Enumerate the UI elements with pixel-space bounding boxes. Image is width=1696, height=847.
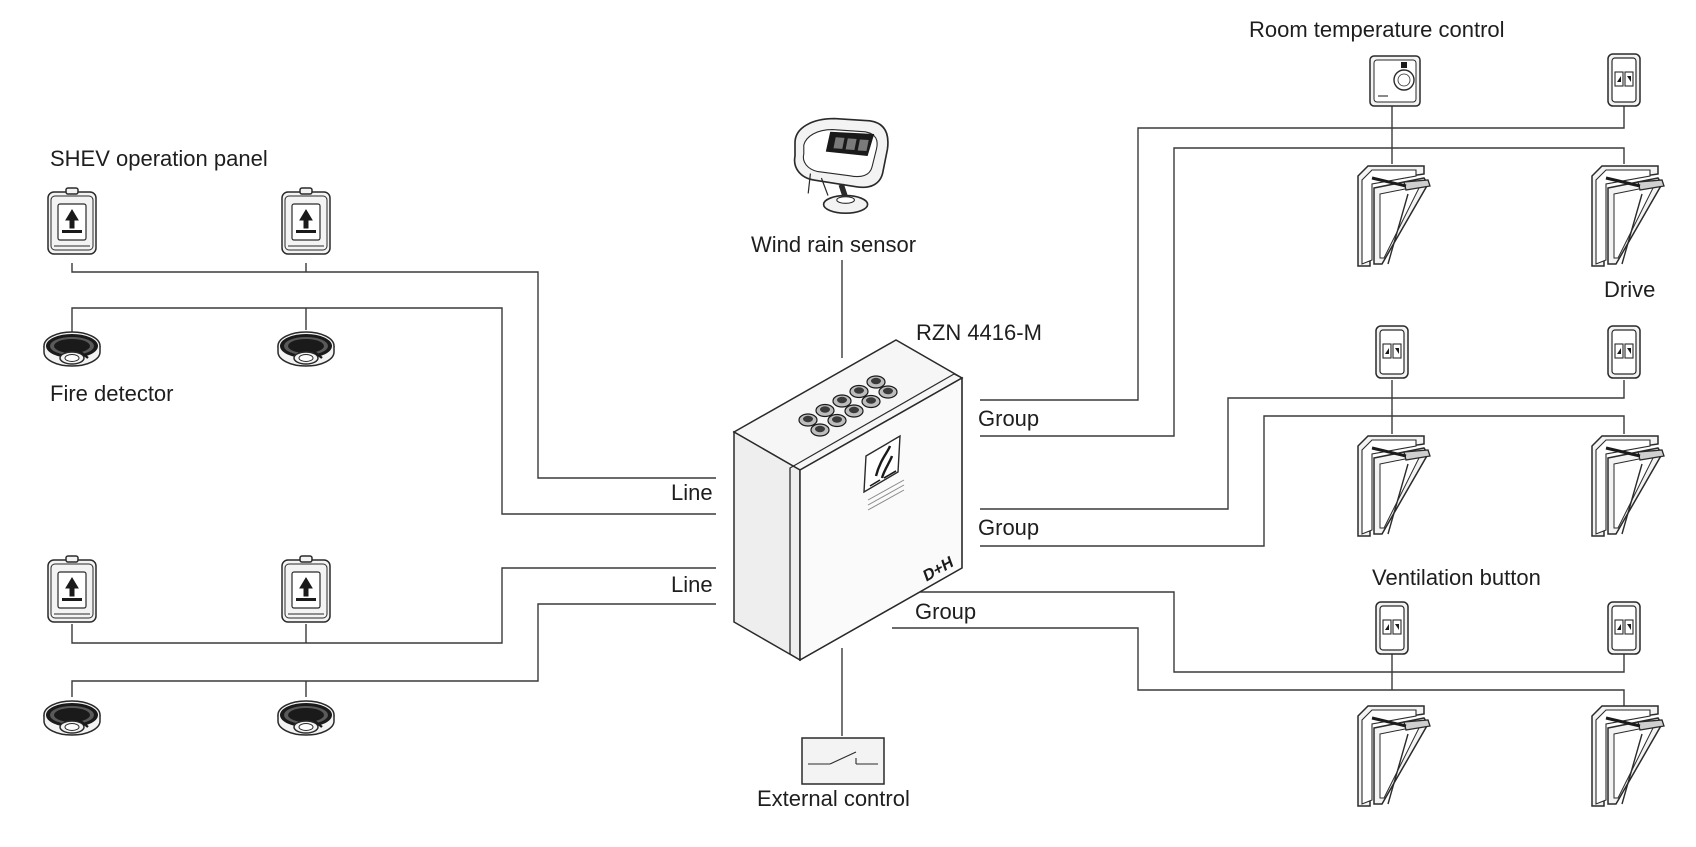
cable-gland <box>832 394 852 408</box>
line-label-top: Line <box>671 480 713 505</box>
wind-rain-sensor-label: Wind rain sensor <box>751 232 916 257</box>
ventilation-button-icon[interactable] <box>1607 53 1641 107</box>
line-2-panel-wire <box>71 567 716 644</box>
cable-gland <box>878 385 898 399</box>
shev-operation-panel-icon[interactable] <box>47 187 97 255</box>
group-3-wire-b <box>892 627 1625 706</box>
cable-gland <box>815 403 835 418</box>
ventilation-button-icon[interactable] <box>1375 601 1409 655</box>
cable-glands <box>798 375 898 437</box>
shev-operation-panel-icon[interactable] <box>281 187 331 255</box>
fire-detector-label: Fire detector <box>50 381 174 406</box>
window-drive-icon[interactable] <box>1356 434 1432 538</box>
group-2-wire-b <box>980 415 1625 547</box>
cable-gland <box>844 404 864 418</box>
line-1-panel-wire <box>71 263 716 479</box>
room-temperature-control-label: Room temperature control <box>1249 17 1505 42</box>
cable-gland <box>866 375 886 389</box>
switch-icon[interactable] <box>801 737 885 785</box>
cable-gland <box>798 413 818 427</box>
fire-detector-icon[interactable] <box>276 699 336 737</box>
fire-detector-icon[interactable] <box>276 330 336 368</box>
cable-gland <box>849 384 869 399</box>
window-drive-icon[interactable] <box>1356 704 1432 808</box>
fire-detector-icon[interactable] <box>42 699 102 737</box>
group-1-wire-a <box>980 104 1625 401</box>
window-drive-icon[interactable] <box>1356 164 1432 268</box>
group-label-1: Group <box>978 406 1039 431</box>
group-label-3: Group <box>915 599 976 624</box>
wind-rain-sensor-icon[interactable] <box>795 119 888 214</box>
line-1-detector-wire <box>71 307 716 515</box>
controller-model-label: RZN 4416-M <box>916 320 1042 345</box>
cable-gland <box>810 423 830 437</box>
window-drive-icon[interactable] <box>1590 164 1666 268</box>
group-3-wire-a <box>920 591 1625 673</box>
shev-operation-panel-icon[interactable] <box>47 555 97 623</box>
window-drive-icon[interactable] <box>1590 434 1666 538</box>
cable-gland <box>861 394 881 409</box>
external-control-label: External control <box>757 786 910 811</box>
group-label-2: Group <box>978 515 1039 540</box>
room-thermostat-icon[interactable] <box>1369 55 1421 107</box>
brand-emblem-icon <box>863 434 901 494</box>
window-drive-icon[interactable] <box>1590 704 1666 808</box>
drive-label: Drive <box>1604 277 1655 302</box>
line-2-detector-wire <box>71 603 716 697</box>
line-label-bottom: Line <box>671 572 713 597</box>
fire-detector-icon[interactable] <box>42 330 102 368</box>
shev-operation-panel-icon[interactable] <box>281 555 331 623</box>
control-unit-icon[interactable] <box>732 339 964 662</box>
ventilation-button-icon[interactable] <box>1607 325 1641 379</box>
ventilation-button-label: Ventilation button <box>1372 565 1541 590</box>
group-2-wire-a <box>980 380 1625 510</box>
ventilation-button-icon[interactable] <box>1607 601 1641 655</box>
group-1-wire-b <box>980 147 1625 437</box>
ventilation-button-icon[interactable] <box>1375 325 1409 379</box>
cable-gland <box>827 413 847 428</box>
shev-operation-panel-label: SHEV operation panel <box>50 146 268 171</box>
wiring <box>71 104 1625 736</box>
